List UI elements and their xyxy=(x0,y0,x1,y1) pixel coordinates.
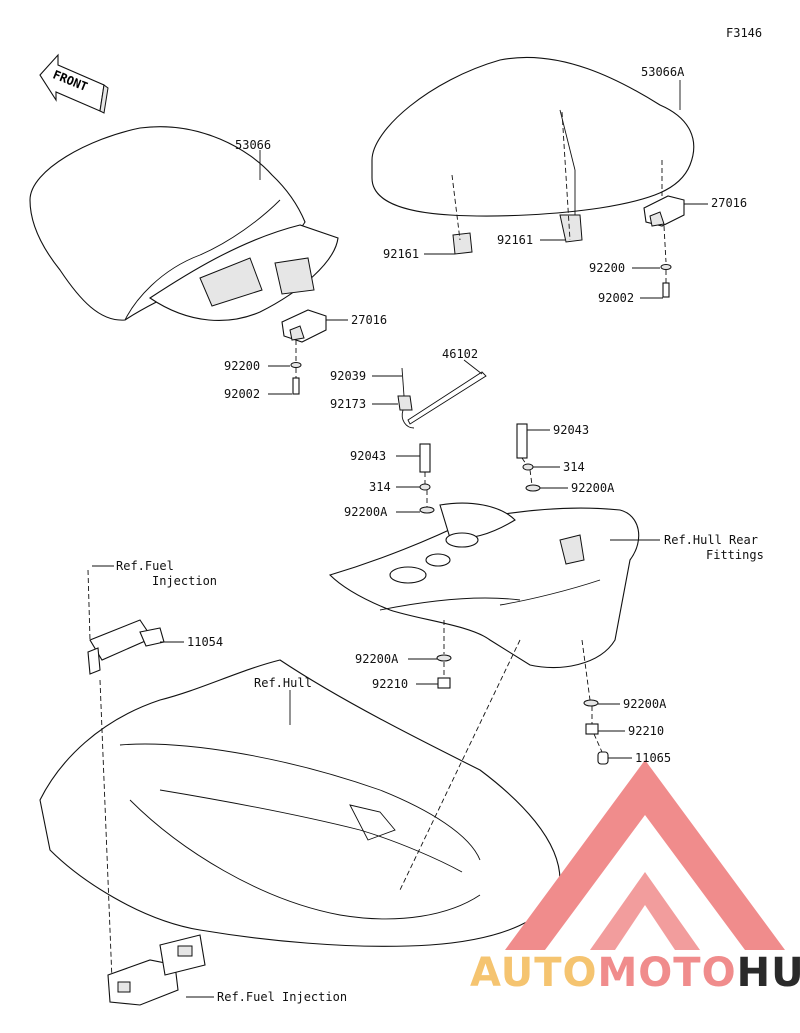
watermark-text: AUTOMOTOHUB xyxy=(470,950,800,996)
label-92200a-right: 92200A xyxy=(571,481,615,495)
label-ref-fuel-line1: Ref.Fuel xyxy=(116,559,174,573)
label-314-right: 314 xyxy=(563,460,585,474)
rear-seat xyxy=(371,56,695,255)
front-seat xyxy=(29,126,339,321)
label-11065: 11065 xyxy=(635,751,672,765)
label-92002-front: 92002 xyxy=(224,387,261,401)
label-92161-left: 92161 xyxy=(383,247,420,261)
front-arrow-icon: FRONT xyxy=(39,53,109,114)
label-27016-rear: 27016 xyxy=(711,196,748,210)
label-92200-rear: 92200 xyxy=(589,261,626,275)
label-ref-fuel-bottom: Ref.Fuel Injection xyxy=(217,990,348,1004)
label-ref-fuel-line2: Injection xyxy=(152,574,218,588)
lower-fasteners-right xyxy=(581,639,609,765)
front-hook xyxy=(281,309,327,395)
label-11054: 11054 xyxy=(187,635,224,649)
fuel-bracket xyxy=(107,934,206,1006)
label-92200a-lower-left: 92200A xyxy=(355,652,399,666)
label-92200a-left: 92200A xyxy=(344,505,388,519)
grip-fasteners-left xyxy=(419,443,435,514)
watermark-moto: MOTO xyxy=(597,950,737,996)
watermark-hub: HUB xyxy=(736,950,800,996)
label-ref-hull-rear-line2: Fittings xyxy=(706,548,764,562)
label-53066a: 53066A xyxy=(641,65,685,79)
label-92039: 92039 xyxy=(330,369,367,383)
label-92161-mid: 92161 xyxy=(497,233,534,247)
label-92200-front: 92200 xyxy=(224,359,261,373)
label-92173: 92173 xyxy=(330,397,367,411)
label-92210-lower-left: 92210 xyxy=(372,677,409,691)
bracket xyxy=(87,569,165,675)
label-92002-rear: 92002 xyxy=(598,291,635,305)
label-314-left: 314 xyxy=(369,480,391,494)
hull xyxy=(39,639,561,981)
label-ref-hull: Ref.Hull xyxy=(254,676,312,690)
label-92210-lower-right: 92210 xyxy=(628,724,665,738)
label-53066: 53066 xyxy=(235,138,272,152)
label-46102: 46102 xyxy=(442,347,479,361)
label-ref-hull-rear-line1: Ref.Hull Rear xyxy=(664,533,758,547)
grab-handle xyxy=(328,502,640,669)
lower-fasteners-left xyxy=(436,620,452,689)
leader-lines xyxy=(92,80,708,998)
label-92200a-lower-right: 92200A xyxy=(623,697,667,711)
figure-code: F3146 xyxy=(726,26,763,40)
rear-hook xyxy=(643,160,685,298)
label-92043-right: 92043 xyxy=(553,423,590,437)
label-27016-front: 27016 xyxy=(351,313,388,327)
support-rod xyxy=(397,367,487,429)
label-92043-left: 92043 xyxy=(350,449,387,463)
watermark-auto: AUTO xyxy=(470,950,598,996)
grip-fasteners-right xyxy=(516,423,541,492)
automotohub-logo-icon xyxy=(505,760,785,950)
